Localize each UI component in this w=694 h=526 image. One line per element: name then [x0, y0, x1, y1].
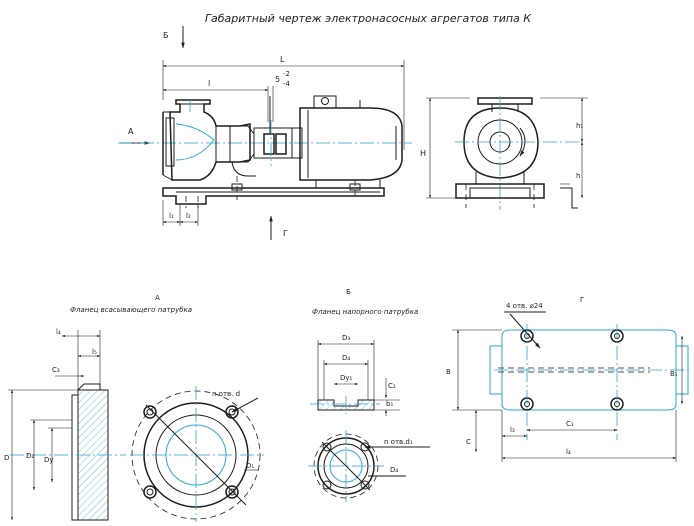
drawing-title: Габаритный чертеж электронасосных агрега… [205, 12, 532, 25]
dim-label-b1: b₁ [386, 400, 393, 408]
view-a-suction-flange: А Фланец всасывающего патрубка l₄ l₅ C₃ … [4, 294, 264, 522]
dim-label-D1-a: D₁ [246, 462, 254, 470]
view-a-label: А [155, 294, 160, 302]
view-a-caption: Фланец всасывающего патрубка [70, 306, 192, 314]
dim-label-h: h [576, 172, 580, 180]
dim-label-B1: B₁ [670, 370, 678, 378]
coupling-half-pump [263, 133, 275, 155]
motor-flange [291, 127, 303, 159]
dim-label-l2: l₂ [186, 212, 191, 220]
dim-label-D: D [4, 454, 9, 462]
view-a-holes-note: n отв. d [212, 390, 240, 398]
coupling-half-motor [275, 133, 287, 155]
dim-label-D2: D₂ [26, 452, 34, 460]
view-marker-b: Б [163, 31, 169, 40]
dim-label-Dy-a: Dy [44, 456, 54, 464]
view-g-base-plate: Г 4 отв. ⌀24 B B₁ C l₃ C₁ [446, 296, 690, 462]
dim-label-Dy1: Dy₁ [340, 374, 353, 382]
dim-label-D5-b: D₄ [390, 466, 398, 474]
dim-label-D3: D₃ [342, 334, 350, 342]
view-b-discharge-flange: Б Фланец напорного патрубка D₃ D₄ Dy₁ C₂… [308, 288, 430, 502]
main-side-view: Б L l 5 -2 -4 А [118, 26, 412, 240]
dim-label-l: l [208, 79, 210, 88]
dim-label-s-upper: -2 [283, 70, 290, 78]
dim-label-l3: l₃ [510, 426, 515, 434]
dim-label-B: B [446, 368, 451, 376]
electric-motor [299, 107, 403, 181]
eye-bolt [321, 97, 329, 105]
discharge-flange [477, 97, 533, 105]
base-frame [162, 187, 385, 205]
dim-label-L: L [280, 55, 285, 64]
motor-terminal-box [313, 95, 337, 109]
view-marker-g: Г [283, 229, 288, 238]
dim-label-c3-a: C₃ [52, 366, 60, 374]
discharge-flange-section [317, 399, 375, 411]
dim-label-C: C [466, 438, 471, 446]
dim-label-l5-a: l₅ [92, 348, 97, 356]
rotation-arrow [519, 127, 526, 157]
view-b-label: Б [346, 288, 351, 296]
bearing-bracket [215, 125, 255, 163]
dim-label-c2: C₂ [388, 382, 396, 390]
dim-label-C1: C₁ [566, 420, 574, 428]
end-view: H h₁ h [420, 96, 588, 210]
dim-label-l1: l₁ [169, 212, 174, 220]
dim-label-D4-b: D₄ [342, 354, 350, 362]
pump-casing [169, 99, 251, 181]
volute-casing [463, 107, 539, 179]
view-b-caption: Фланец напорного патрубка [312, 308, 418, 316]
dim-label-s-lower: -4 [283, 80, 291, 88]
view-g-holes-note: 4 отв. ⌀24 [506, 302, 543, 310]
view-g-label: Г [580, 296, 584, 304]
end-view-base [455, 183, 545, 199]
dim-label-h1: h₁ [576, 122, 583, 130]
base-plate-outline [501, 329, 677, 411]
view-b-holes-note: n отв.d₁ [384, 438, 413, 446]
dim-label-l4-g: l₄ [566, 448, 571, 456]
dim-label-s: 5 [275, 75, 280, 84]
view-marker-a: А [128, 127, 134, 136]
dim-label-H: H [420, 149, 426, 158]
dim-label-l4-a: l₄ [56, 328, 61, 336]
suction-nozzle [165, 117, 175, 167]
impeller-outline [175, 123, 215, 161]
